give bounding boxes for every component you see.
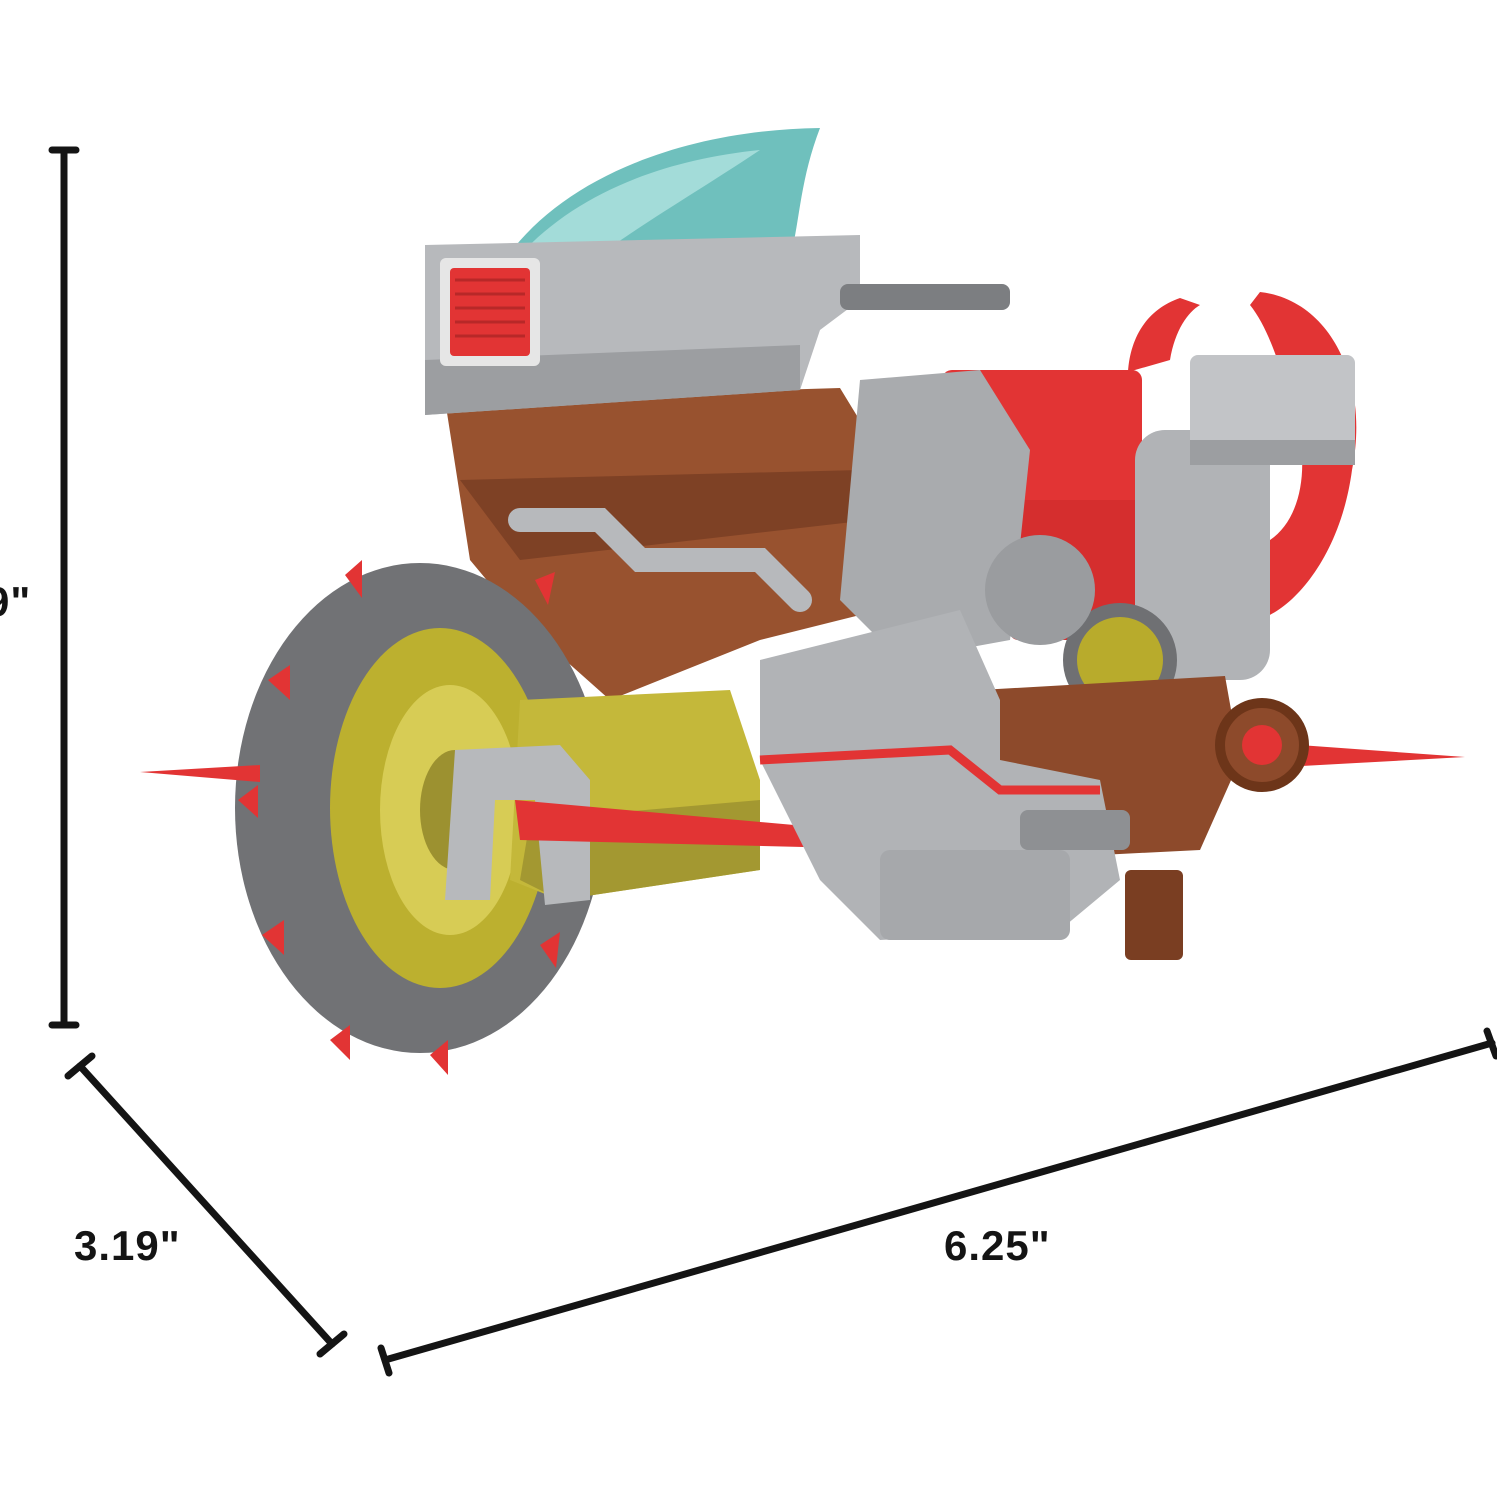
gray-fork-clamp [445, 745, 590, 905]
brown-rear-assembly [980, 676, 1240, 855]
motorcycle-toy [140, 128, 1465, 1075]
gray-barrel [880, 850, 1070, 940]
height-label: 9" [0, 578, 32, 625]
front-lance [515, 800, 850, 848]
front-spike-left [140, 765, 260, 782]
length-dimension-line [377, 1027, 1497, 1377]
red-stripe [759, 745, 1100, 795]
gray-pipes [508, 508, 812, 612]
teal-windshield-highlight [520, 150, 760, 255]
engine-disc [985, 535, 1095, 645]
depth-label: 3.19" [74, 1222, 181, 1269]
tire-spikes [238, 560, 560, 1075]
spring [1020, 810, 1130, 850]
handlebar [840, 284, 1010, 310]
height-dimension-line [48, 146, 80, 1029]
brown-handle [1125, 870, 1183, 960]
brown-body-shade [460, 470, 870, 560]
depth-dimension-line [64, 1052, 348, 1358]
dimension-lines [48, 146, 1497, 1377]
length-label: 6.25" [944, 1222, 1051, 1269]
brown-body [445, 388, 890, 700]
gray-rear-block-shadow [1190, 440, 1355, 465]
red-exhaust-core [1242, 725, 1282, 765]
gray-frame [840, 370, 1030, 660]
gray-rear-block [1190, 355, 1355, 465]
grille-lines [455, 278, 525, 338]
red-rear-disc-left [1128, 298, 1200, 372]
gray-rear-cylinder [1135, 430, 1270, 680]
red-grille [450, 268, 530, 356]
